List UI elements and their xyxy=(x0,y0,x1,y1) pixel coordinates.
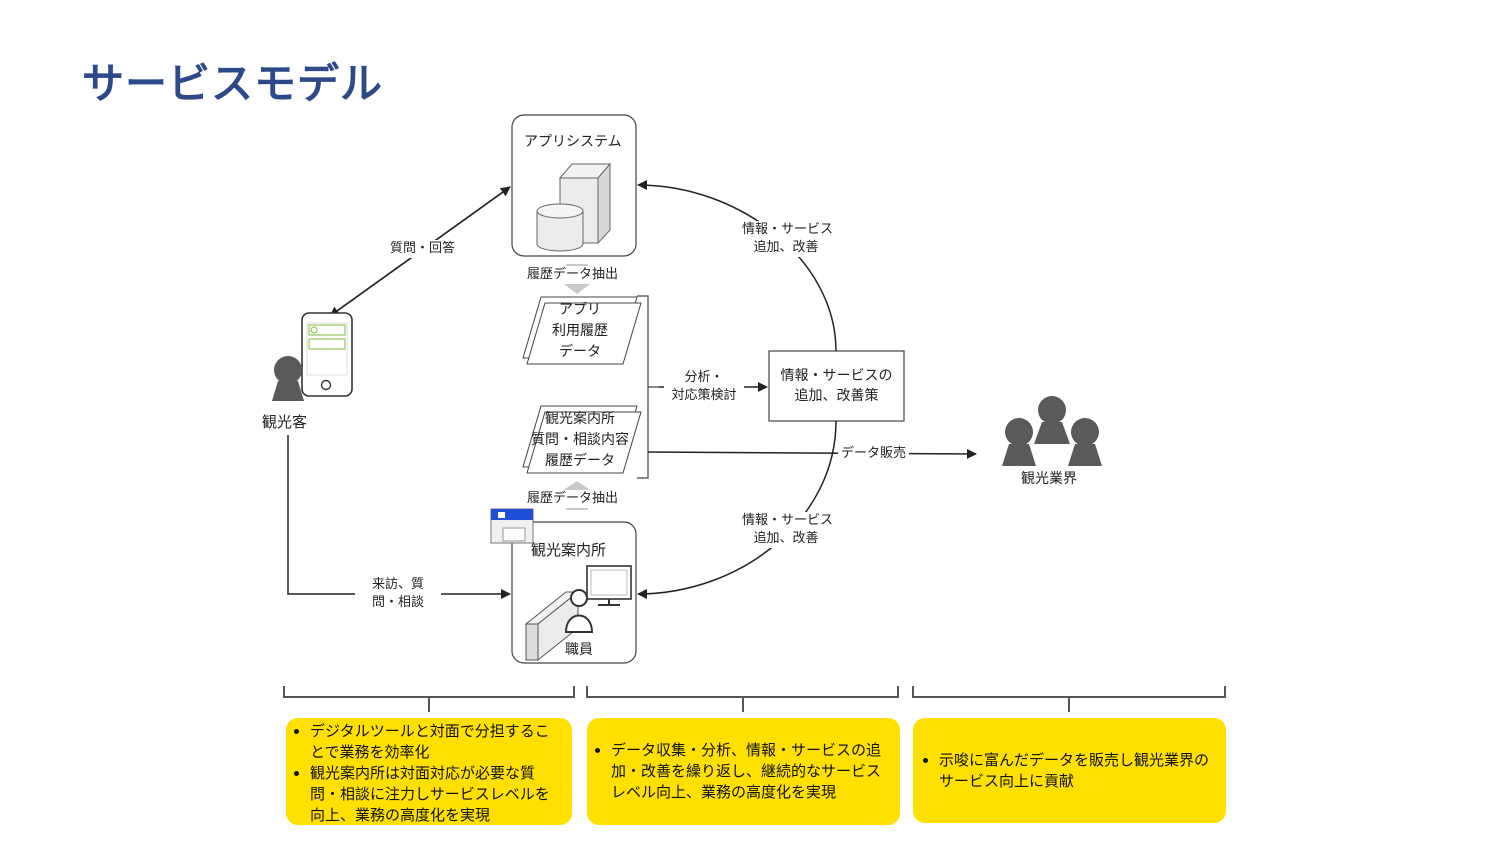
visit-label: 来訪、質 問・相談 xyxy=(355,576,441,612)
industry-label: 観光業界 xyxy=(1021,471,1077,487)
analysis-line-2: 対応策検討 xyxy=(671,388,737,403)
tic-data-label: 観光案内所 質問・相談内容 履歴データ xyxy=(513,409,647,472)
app-usage-data-node xyxy=(522,296,642,365)
summary-2-item-1: データ収集・分析、情報・サービスの追加・改善を繰り返し、継続的なサービスレベル向… xyxy=(611,740,892,803)
visit-line-1: 来訪、質 xyxy=(371,577,424,592)
summary-1-item-2: 観光案内所は対面対応が必要な質問・相談に注力しサービスレベルを向上、業務の高度化… xyxy=(310,763,564,826)
tourist-person-icon xyxy=(272,356,304,401)
tic-data-line-3: 履歴データ xyxy=(545,453,615,469)
analysis-box-line-2: 追加、改善策 xyxy=(794,388,879,404)
improve-bottom-line-1: 情報・サービス xyxy=(742,513,834,528)
improve-top-line-1: 情報・サービス xyxy=(742,222,834,237)
staff-label: 職員 xyxy=(565,642,593,658)
summary-3-item-1: 示唆に富んだデータを販売し観光業界のサービス向上に貢献 xyxy=(939,750,1218,792)
qa-label: 質問・回答 xyxy=(390,240,456,258)
improve-top-line-2: 追加、改善 xyxy=(753,240,819,255)
summary-bracket-1 xyxy=(283,686,575,712)
tic-data-line-1: 観光案内所 xyxy=(545,411,615,427)
summary-box-1: デジタルツールと対面で分担することで業務を効率化 観光案内所は対面対応が必要な質… xyxy=(286,718,572,825)
extract-label-bottom: 履歴データ抽出 xyxy=(527,490,619,508)
staff-person-icon xyxy=(564,589,594,633)
tourist-label: 観光客 xyxy=(262,413,308,431)
tic-data-line-2: 質問・相談内容 xyxy=(531,432,629,448)
visit-line-2: 問・相談 xyxy=(371,595,424,610)
improve-label-bottom: 情報・サービス 追加、改善 xyxy=(742,512,834,548)
analysis-line-1: 分析・ xyxy=(684,370,724,385)
page-title: サービスモデル xyxy=(82,59,384,108)
app-data-line-2: 利用履歴 xyxy=(552,323,608,339)
sell-label: データ販売 xyxy=(838,445,910,463)
visit-arrow xyxy=(287,435,511,599)
summary-1-item-1: デジタルツールと対面で分担することで業務を効率化 xyxy=(310,721,564,763)
summary-box-2: データ収集・分析、情報・サービスの追加・改善を繰り返し、継続的なサービスレベル向… xyxy=(587,718,900,825)
improve-label-top: 情報・サービス 追加、改善 xyxy=(742,221,834,257)
improve-arrow-top xyxy=(637,180,837,352)
summary-box-3: 示唆に富んだデータを販売し観光業界のサービス向上に貢献 xyxy=(913,718,1226,823)
smartphone-icon xyxy=(301,312,353,397)
tic-history-data-node xyxy=(522,405,642,474)
improve-bottom-line-2: 追加、改善 xyxy=(753,531,819,546)
analysis-box-line-1: 情報・サービスの xyxy=(780,368,893,384)
analysis-label: 分析・ 対応策検討 xyxy=(664,369,744,405)
industry-people-icon xyxy=(1002,396,1102,466)
app-data-label: アプリ 利用履歴 データ xyxy=(534,300,626,363)
sell-arrow xyxy=(647,448,977,459)
app-data-line-3: データ xyxy=(559,344,601,360)
tic-label: 観光案内所 xyxy=(531,541,607,559)
database-icon xyxy=(536,203,584,252)
summary-bracket-3 xyxy=(912,686,1226,712)
app-system-label: アプリシステム xyxy=(524,134,622,150)
window-icon xyxy=(490,508,534,544)
improve-arrow-bottom xyxy=(637,420,837,599)
monitor-icon xyxy=(586,565,632,606)
app-data-line-1: アプリ xyxy=(559,302,601,318)
data-bracket xyxy=(637,295,659,479)
extract-label-top: 履歴データ抽出 xyxy=(527,266,619,284)
summary-bracket-2 xyxy=(586,686,899,712)
analysis-box-label: 情報・サービスの 追加、改善策 xyxy=(770,366,903,406)
